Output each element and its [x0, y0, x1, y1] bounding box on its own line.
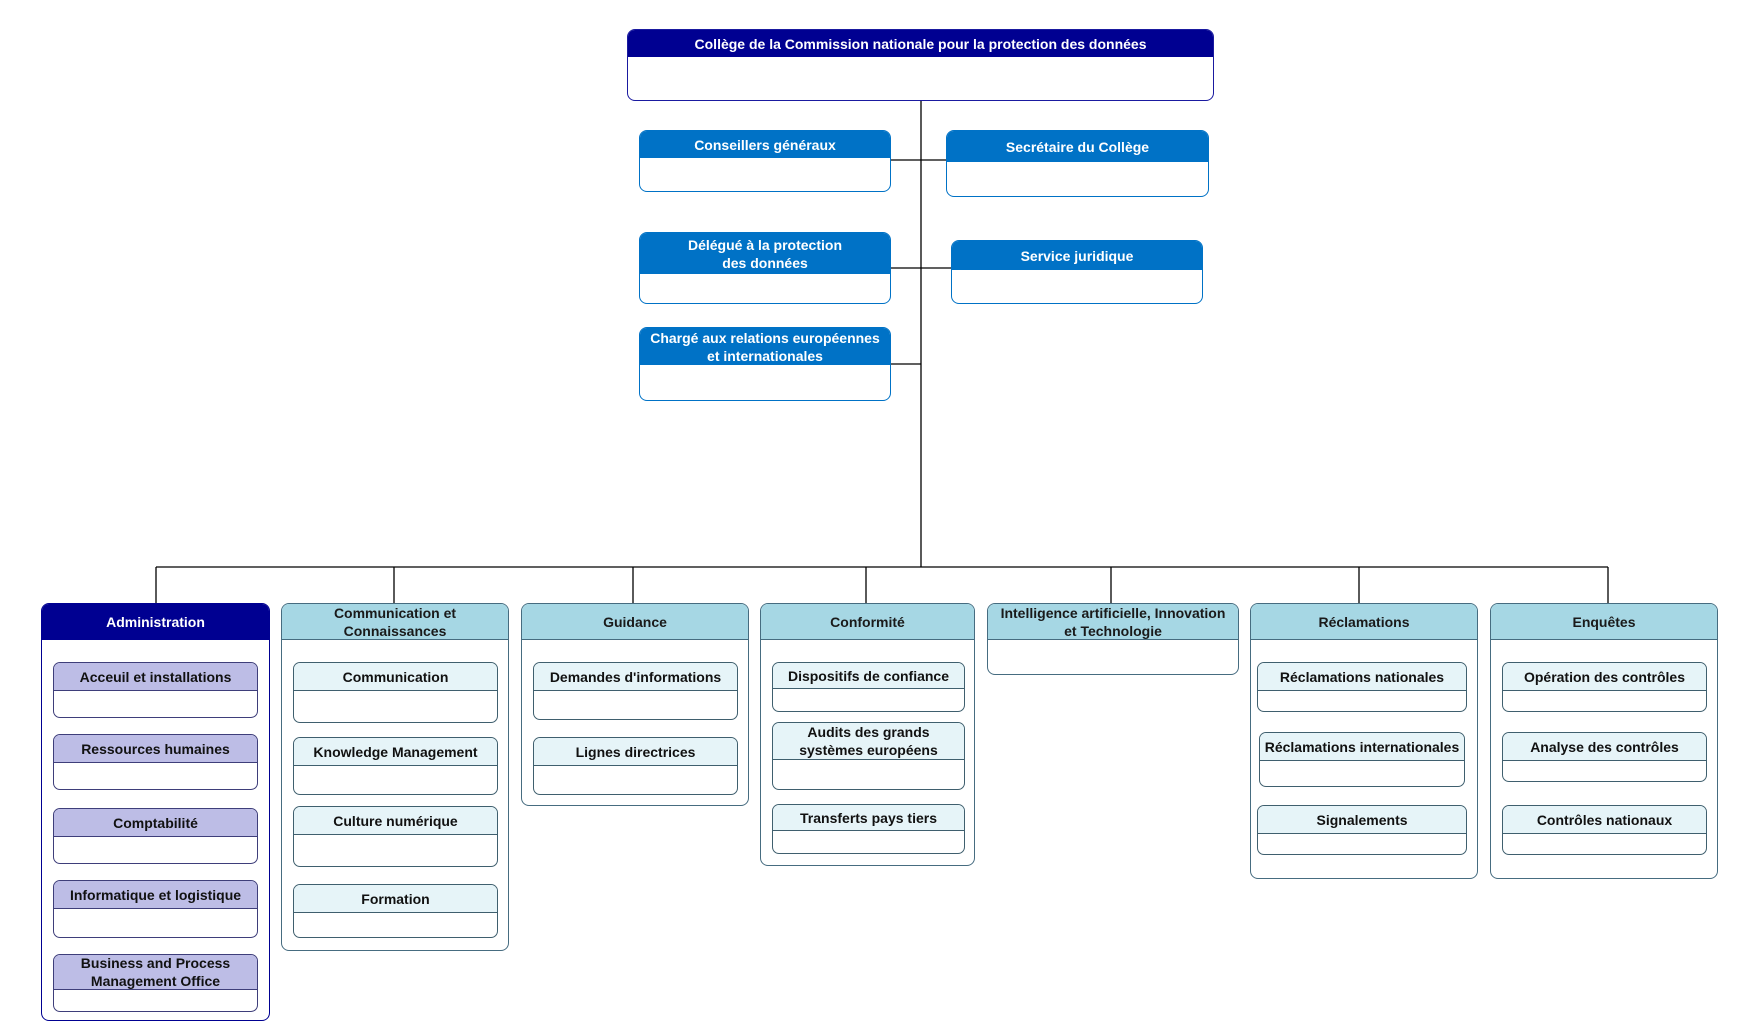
department-enquetes-title: Enquêtes	[1491, 604, 1717, 640]
unit-controles-nationaux: Contrôles nationaux	[1502, 805, 1707, 855]
department-administration: Administration Acceuil et installations …	[41, 603, 270, 1021]
unit-signalements: Signalements	[1257, 805, 1467, 855]
unit-culture-numerique-title: Culture numérique	[294, 807, 497, 835]
unit-lignes-directrices-title: Lignes directrices	[534, 738, 737, 766]
unit-informatique-logistique: Informatique et logistique	[53, 880, 258, 938]
unit-signalements-title: Signalements	[1258, 806, 1466, 834]
department-administration-title: Administration	[42, 604, 269, 640]
department-communication-connaissances: Communication et Connaissances Communica…	[281, 603, 509, 951]
unit-lignes-directrices: Lignes directrices	[533, 737, 738, 795]
college-title: Collège de la Commission nationale pour …	[628, 30, 1213, 57]
role-delegue-protection-title: Délégué à la protection des données	[640, 233, 890, 274]
department-intelligence-artificielle-title: Intelligence artificielle, Innovation et…	[988, 604, 1238, 640]
unit-transferts-pays-tiers: Transferts pays tiers	[772, 804, 965, 854]
role-secretaire-college-title: Secrétaire du Collège	[947, 131, 1208, 162]
unit-operation-controles-title: Opération des contrôles	[1503, 663, 1706, 691]
unit-knowledge-management-title: Knowledge Management	[294, 738, 497, 766]
role-secretaire-college: Secrétaire du Collège	[946, 130, 1209, 197]
college-box: Collège de la Commission nationale pour …	[627, 29, 1214, 101]
role-delegue-protection: Délégué à la protection des données	[639, 232, 891, 304]
role-conseillers-generaux-title: Conseillers généraux	[640, 131, 890, 158]
unit-reclamations-internationales: Réclamations internationales	[1259, 732, 1465, 787]
unit-formation: Formation	[293, 884, 498, 938]
unit-demandes-informations-title: Demandes d'informations	[534, 663, 737, 691]
unit-analyse-controles-title: Analyse des contrôles	[1503, 733, 1706, 761]
unit-transferts-pays-tiers-title: Transferts pays tiers	[773, 805, 964, 831]
unit-controles-nationaux-title: Contrôles nationaux	[1503, 806, 1706, 834]
role-relations-europeennes-title: Chargé aux relations européennes et inte…	[640, 328, 890, 365]
unit-demandes-informations: Demandes d'informations	[533, 662, 738, 720]
unit-operation-controles: Opération des contrôles	[1502, 662, 1707, 712]
role-relations-europeennes: Chargé aux relations européennes et inte…	[639, 327, 891, 401]
unit-comptabilite-title: Comptabilité	[54, 809, 257, 837]
department-guidance-title: Guidance	[522, 604, 748, 640]
unit-audits-systemes-europeens-title: Audits des grands systèmes européens	[773, 723, 964, 760]
department-communication-connaissances-title: Communication et Connaissances	[282, 604, 508, 640]
unit-comptabilite: Comptabilité	[53, 808, 258, 864]
unit-reclamations-nationales-title: Réclamations nationales	[1258, 663, 1466, 691]
department-enquetes: Enquêtes Opération des contrôles Analyse…	[1490, 603, 1718, 879]
unit-dispositifs-confiance: Dispositifs de confiance	[772, 662, 965, 712]
unit-acceuil-installations: Acceuil et installations	[53, 662, 258, 718]
unit-informatique-logistique-title: Informatique et logistique	[54, 881, 257, 909]
department-reclamations: Réclamations Réclamations nationales Réc…	[1250, 603, 1478, 879]
unit-reclamations-internationales-title: Réclamations internationales	[1260, 733, 1464, 761]
department-reclamations-title: Réclamations	[1251, 604, 1477, 640]
unit-analyse-controles: Analyse des contrôles	[1502, 732, 1707, 782]
unit-audits-systemes-europeens: Audits des grands systèmes européens	[772, 722, 965, 790]
unit-business-process-office: Business and Process Management Office	[53, 954, 258, 1012]
unit-communication-title: Communication	[294, 663, 497, 691]
unit-knowledge-management: Knowledge Management	[293, 737, 498, 795]
unit-culture-numerique: Culture numérique	[293, 806, 498, 867]
unit-ressources-humaines: Ressources humaines	[53, 734, 258, 790]
role-service-juridique: Service juridique	[951, 240, 1203, 304]
department-guidance: Guidance Demandes d'informations Lignes …	[521, 603, 749, 806]
unit-acceuil-installations-title: Acceuil et installations	[54, 663, 257, 691]
unit-business-process-office-title: Business and Process Management Office	[54, 955, 257, 990]
role-service-juridique-title: Service juridique	[952, 241, 1202, 270]
department-conformite: Conformité Dispositifs de confiance Audi…	[760, 603, 975, 866]
department-conformite-title: Conformité	[761, 604, 974, 640]
unit-ressources-humaines-title: Ressources humaines	[54, 735, 257, 763]
unit-communication: Communication	[293, 662, 498, 723]
unit-dispositifs-confiance-title: Dispositifs de confiance	[773, 663, 964, 689]
unit-formation-title: Formation	[294, 885, 497, 913]
role-conseillers-generaux: Conseillers généraux	[639, 130, 891, 192]
unit-reclamations-nationales: Réclamations nationales	[1257, 662, 1467, 712]
department-intelligence-artificielle: Intelligence artificielle, Innovation et…	[987, 603, 1239, 675]
